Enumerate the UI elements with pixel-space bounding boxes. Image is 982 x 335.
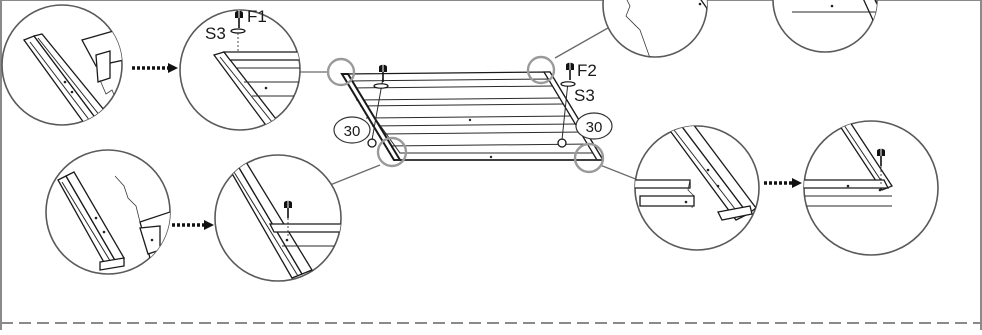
arrow-a-to-b — [132, 63, 178, 73]
detail-circle-a — [1, 4, 123, 126]
label-s3-right: S3 — [574, 86, 595, 105]
screw-detail-h-icon — [876, 147, 886, 186]
screw-f1-overview-icon — [373, 63, 389, 89]
arrow-g-to-h — [764, 178, 802, 188]
detail-circle-f — [214, 154, 342, 282]
detail-circle-h — [803, 120, 939, 256]
detail-circle-e — [45, 149, 171, 275]
marker-bottom-right — [573, 142, 605, 174]
label-f1: F1 — [247, 7, 267, 26]
callout-30-right: 30 — [575, 112, 613, 140]
marker-bottom-left — [376, 136, 408, 168]
detail-circle-d — [772, 0, 878, 53]
screw-detail-f-icon — [283, 199, 293, 236]
detail-markers — [326, 55, 605, 174]
frame-overview — [340, 71, 605, 161]
label-f2: F2 — [577, 61, 597, 80]
arrow-e-to-f — [172, 220, 214, 230]
detail-circle-g — [634, 125, 760, 251]
callout-30-left: 30 — [333, 116, 371, 144]
callout-30-right-text: 30 — [586, 119, 603, 136]
marker-top-left — [326, 57, 356, 87]
screw-f1-icon — [230, 9, 246, 52]
leader-lines — [299, 23, 639, 186]
label-s3-left: S3 — [205, 24, 226, 43]
detail-circle-c — [602, 0, 708, 58]
screw-f2-overview-icon — [560, 61, 576, 87]
marker-top-right — [526, 55, 556, 85]
callout-30-left-text: 30 — [344, 123, 361, 140]
